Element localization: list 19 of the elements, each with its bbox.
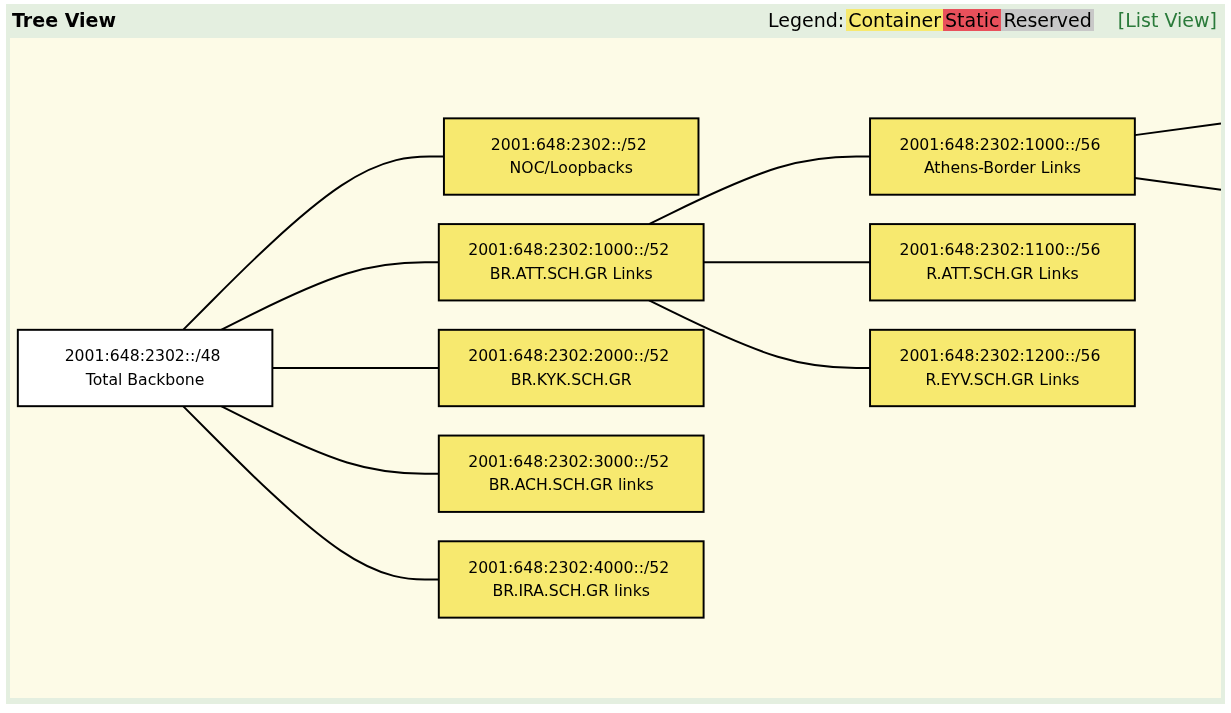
node-box: 2001:648:2302::/52 NOC/Loopbacks (442, 117, 700, 196)
node-box: 2001:648:2302:1000::/52 BR.ATT.SCH.GR Links (437, 223, 705, 302)
node-box: 2001:648:2302:1100::/56 R.ATT.SCH.GR Links (869, 223, 1136, 302)
node-box: 2001:648:2302:2000::/52 BR.KYK.SCH.GR (437, 328, 705, 408)
node-box: 2001:648:2302:1200::/56 R.EYV.SCH.GR Links (869, 328, 1136, 408)
title: Tree View (12, 9, 117, 31)
connector (648, 155, 871, 226)
legend-swatch: Static (943, 9, 1002, 31)
node-box: 2001:648:2302:1000::/56 Athens-Border Links (869, 117, 1136, 196)
node-box: 2001:648:2302:3000::/52 BR.ACH.SCH.GR links (437, 434, 705, 513)
connector-line (1133, 122, 1221, 137)
legend-swatch: Container (846, 9, 944, 31)
legend-heading: Legend: (767, 9, 846, 31)
legend-swatch: Reserved (1001, 9, 1094, 31)
connector-line (1133, 176, 1221, 191)
connector (648, 299, 871, 369)
view-link: [List View] (1116, 9, 1218, 31)
node-box: 2001:648:2302::/48 Total Backbone (16, 328, 274, 408)
node-box: 2001:648:2302:4000::/52 BR.IRA.SCH.GR links (437, 540, 705, 619)
